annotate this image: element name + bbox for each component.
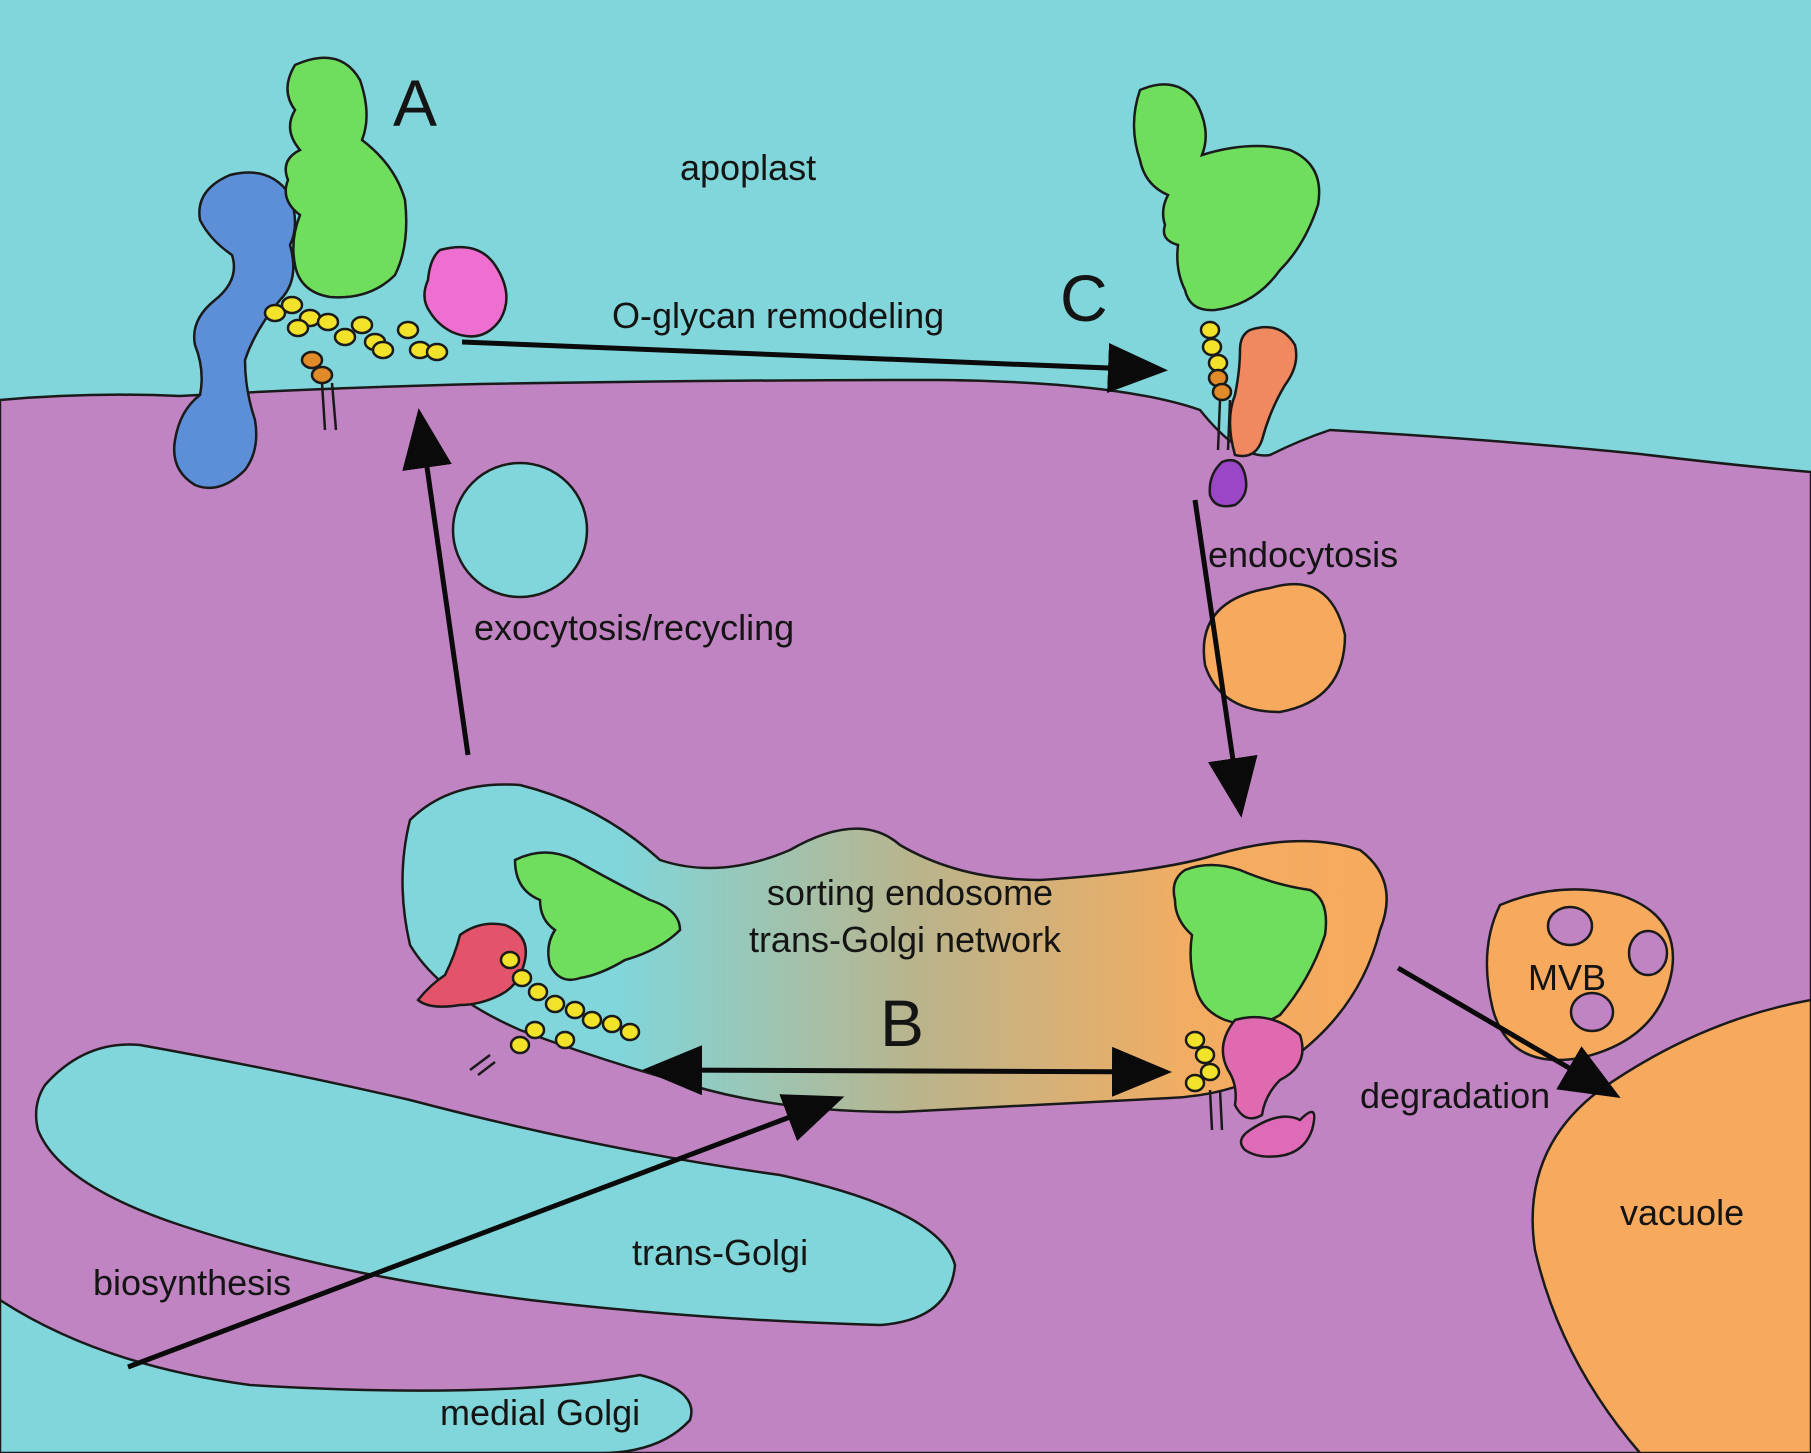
glycans-c bbox=[1199, 320, 1229, 373]
core-glycans-a bbox=[300, 350, 334, 385]
exocytic-vesicle bbox=[451, 461, 589, 599]
arrow-o-glycan-remodeling bbox=[461, 339, 1168, 393]
arrow-biosynthesis bbox=[127, 1094, 845, 1370]
mvb bbox=[1485, 888, 1675, 1062]
protein-complex-c bbox=[1132, 83, 1321, 508]
sorting-endosome bbox=[401, 783, 1388, 1114]
vacuole-label: vacuole bbox=[1620, 1192, 1745, 1233]
apoplast-label: apoplast bbox=[680, 147, 817, 188]
arrow-degradation bbox=[1396, 965, 1621, 1099]
panel-label-c: C bbox=[1060, 261, 1108, 335]
panel-label-b: B bbox=[880, 986, 925, 1060]
pink-protein bbox=[1221, 1015, 1304, 1120]
magenta-protein bbox=[1239, 1110, 1316, 1158]
o-glycans-a bbox=[263, 295, 449, 362]
endosome-complex-left bbox=[416, 851, 682, 1076]
endocytosis-label: endocytosis bbox=[1208, 534, 1399, 575]
exocytosis-recycling-label: exocytosis/recycling bbox=[474, 607, 795, 648]
core-glycans-c bbox=[1207, 368, 1233, 402]
sorting-endosome-label: sorting endosome bbox=[766, 872, 1054, 913]
o-glycan-remodeling-label: O-glycan remodeling bbox=[612, 295, 945, 336]
purple-protein bbox=[1208, 458, 1248, 508]
glycans-left bbox=[499, 950, 641, 1055]
panel-label-a: A bbox=[393, 66, 438, 140]
protein-complex-a bbox=[172, 56, 508, 490]
red-protein bbox=[416, 922, 528, 1008]
arrow-exocytosis bbox=[402, 408, 471, 756]
mvb-label: MVB bbox=[1528, 957, 1607, 998]
trans-golgi-label: trans-Golgi bbox=[632, 1232, 809, 1273]
degradation-label: degradation bbox=[1360, 1075, 1551, 1116]
arrow-b-bidirectional bbox=[642, 1045, 1172, 1097]
green-protein bbox=[513, 851, 682, 982]
medial-golgi-label: medial Golgi bbox=[440, 1392, 641, 1433]
endocytic-vesicle bbox=[1202, 582, 1347, 714]
biosynthesis-label: biosynthesis bbox=[93, 1262, 292, 1303]
glycans-right bbox=[1184, 1030, 1221, 1093]
green-protein bbox=[284, 56, 408, 299]
salmon-protein bbox=[1228, 325, 1298, 458]
arrow-endocytosis bbox=[1192, 499, 1258, 818]
pink-protein bbox=[423, 245, 508, 338]
trans-golgi-cisterna bbox=[34, 1043, 957, 1327]
vacuole bbox=[1531, 998, 1811, 1453]
trans-golgi-network-label: trans-Golgi network bbox=[748, 919, 1062, 960]
endosome-complex-right bbox=[1172, 863, 1328, 1158]
green-protein bbox=[1132, 83, 1321, 312]
